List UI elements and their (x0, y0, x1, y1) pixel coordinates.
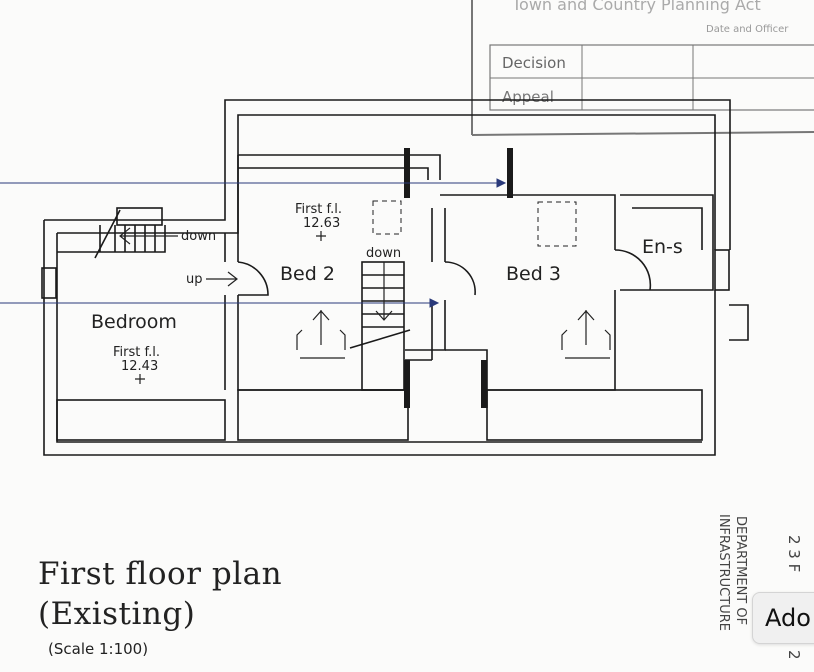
rooflights (372, 200, 577, 247)
stamp-date-top: 2 3 F (785, 535, 803, 573)
stamp-infrastructure: INFRASTRUCTURE (716, 514, 731, 631)
planning-heading: Town and Country Planning Act (511, 0, 761, 14)
up-label: up (186, 272, 203, 287)
room-label-ensuite: En-s (642, 236, 683, 258)
drawing-title: First floor plan (38, 556, 283, 592)
appeal-label: Appeal (502, 88, 554, 106)
bed2-level-label: First f.l. (295, 202, 342, 217)
bed2-level-value: 12.63 (303, 216, 340, 231)
bedroom-level-value: 12.43 (121, 359, 158, 374)
decision-label: Decision (502, 54, 566, 72)
room-label-bed3: Bed 3 (506, 263, 561, 285)
room-label-bedroom: Bedroom (91, 311, 177, 333)
center-stair-down-label: down (366, 246, 401, 261)
stamp-date-bottom: 2 (785, 650, 803, 660)
planning-stamp-box (471, 0, 814, 136)
wall-posts (404, 148, 513, 408)
adobe-open-button[interactable]: Ado (752, 592, 814, 644)
section-lines (0, 178, 507, 308)
planning-subheading: Date and Officer (706, 24, 789, 35)
left-stair-down-label: down (181, 229, 216, 244)
bed-symbols (296, 310, 611, 359)
stamp-department: DEPARTMENT OF (733, 516, 748, 626)
walls (41, 99, 749, 456)
bedroom-level-label: First f.l. (113, 345, 160, 360)
stair-arrows (119, 227, 393, 321)
drawing-scale: (Scale 1:100) (48, 640, 149, 658)
room-label-bed2: Bed 2 (280, 263, 335, 285)
level-markers (135, 231, 326, 384)
drawing-subtitle: (Existing) (38, 596, 196, 632)
